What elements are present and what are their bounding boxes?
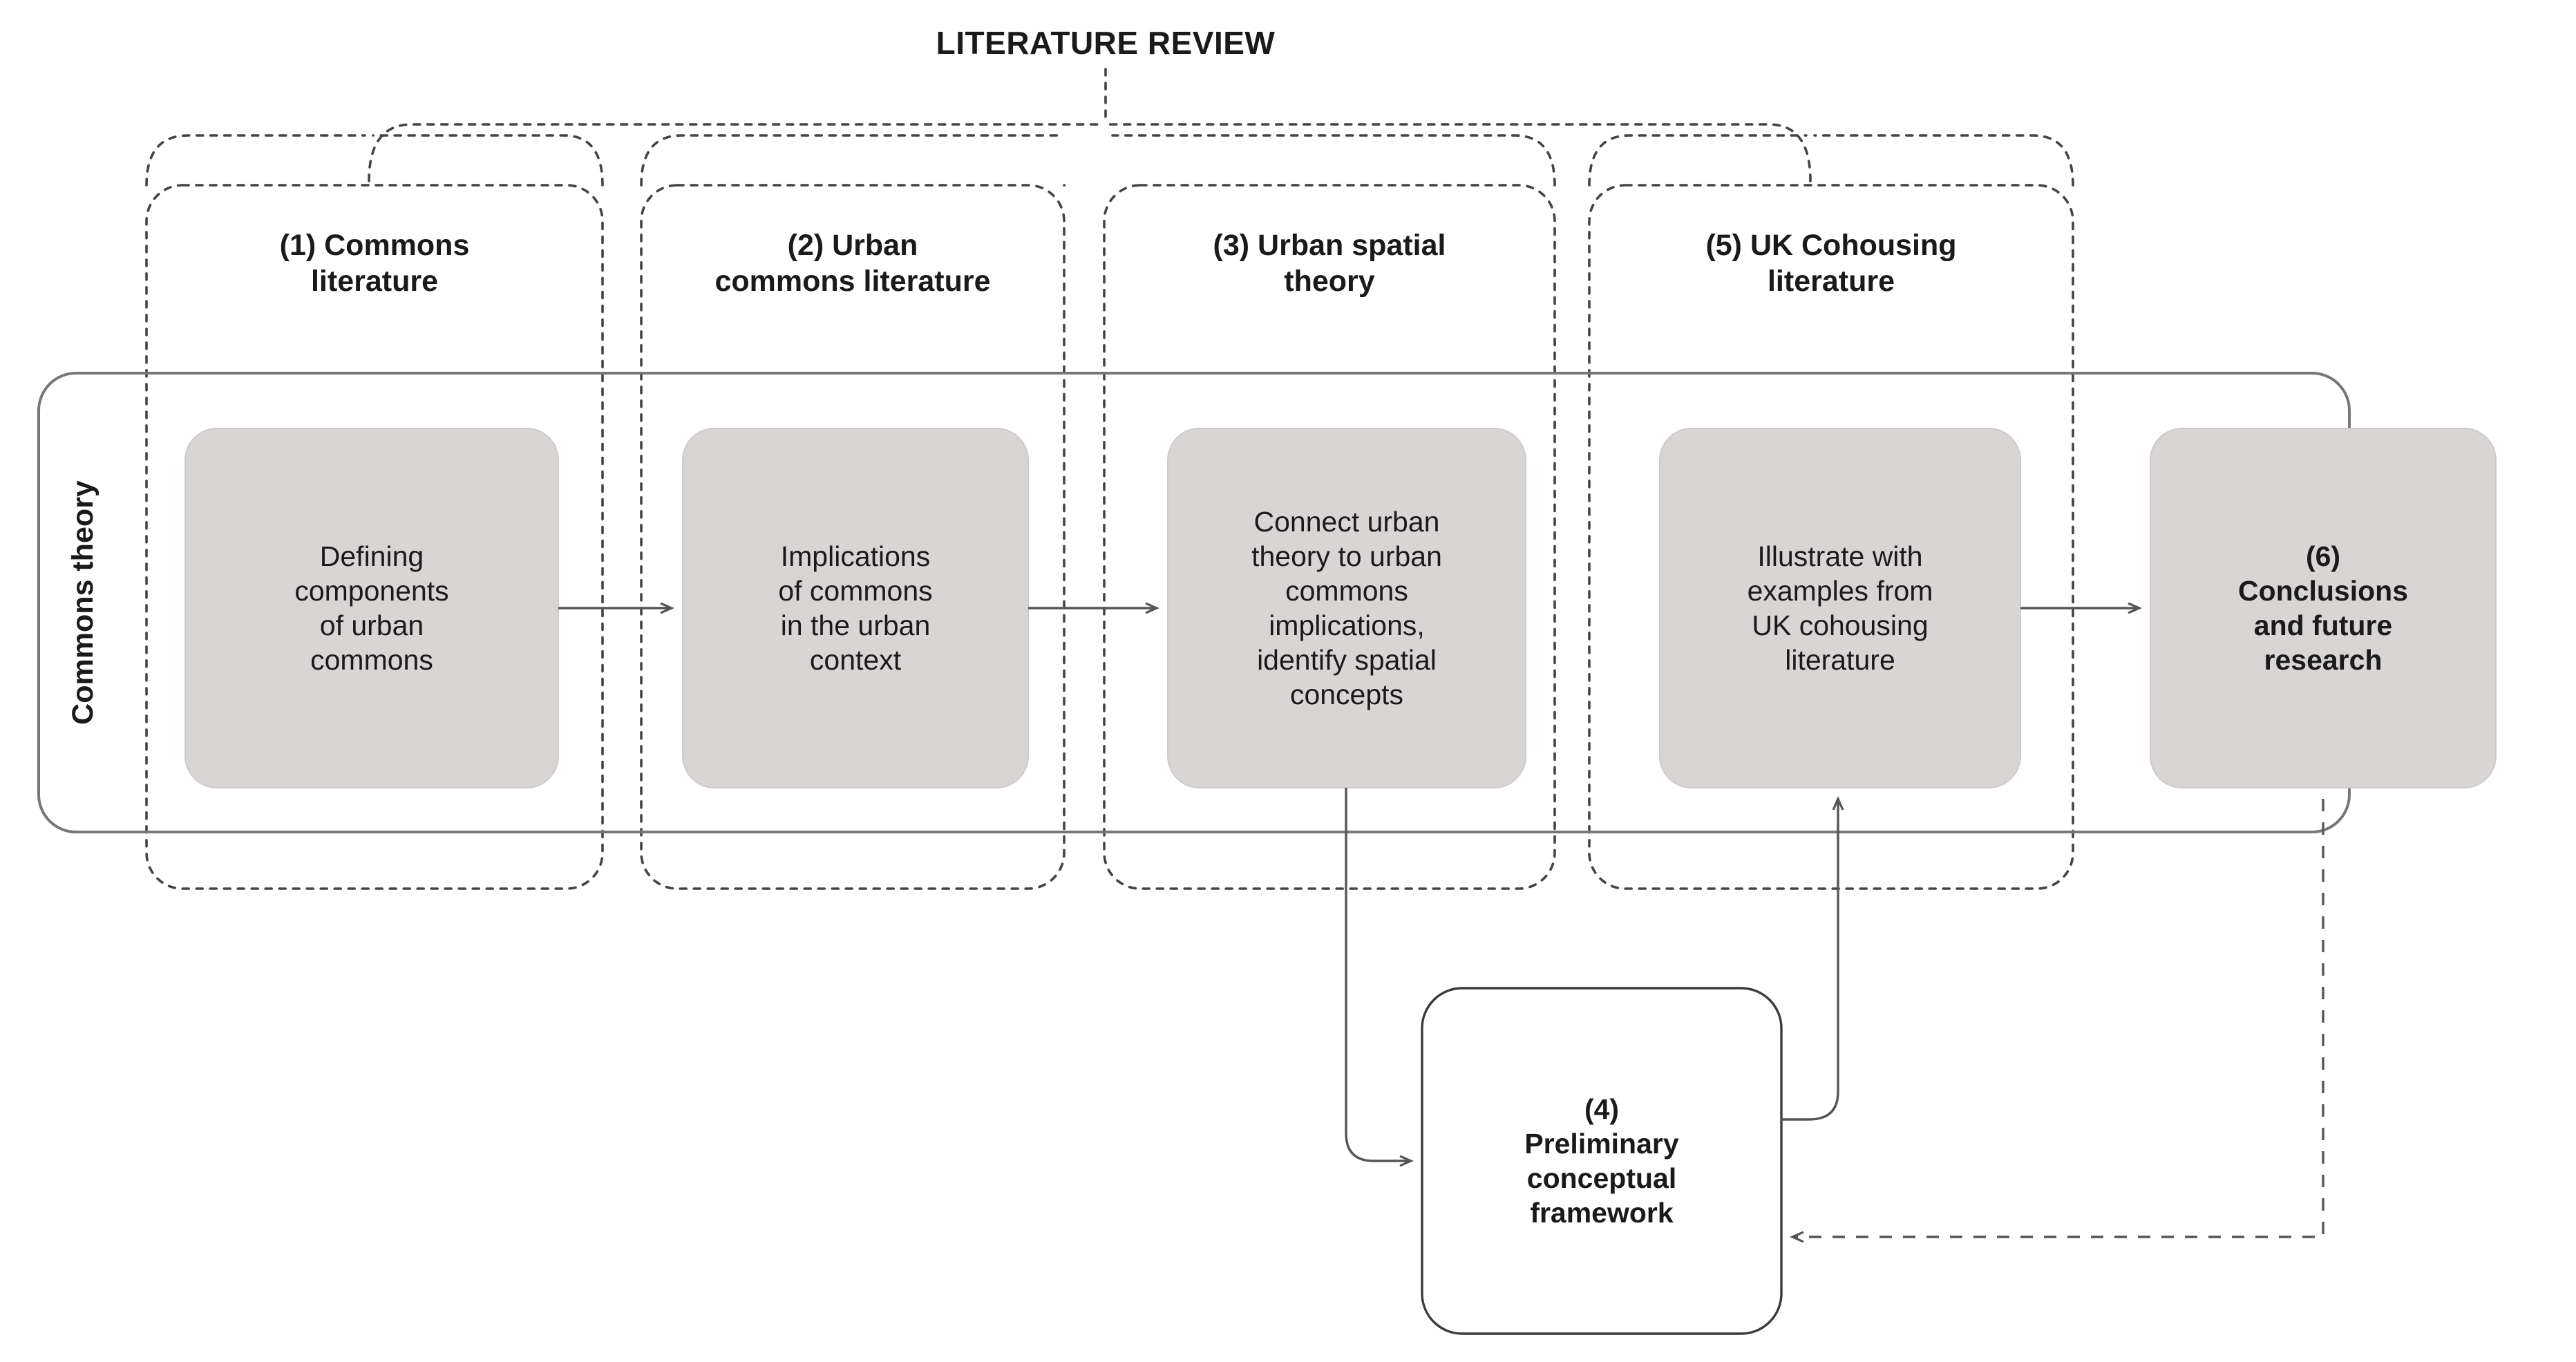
node-label-2: Implications of commons in the urban con… bbox=[778, 540, 933, 677]
node-label-6: (6) Conclusions and future research bbox=[2237, 540, 2409, 677]
group-header-3: (3) Urban spatial theory bbox=[1213, 228, 1446, 298]
edge-n6-n4 bbox=[1792, 799, 2324, 1237]
node-label-1: Defining components of urban commons bbox=[294, 540, 449, 677]
node-label-4: (4) Preliminary conceptual framework bbox=[1524, 1093, 1679, 1229]
node-box-4 bbox=[1421, 987, 1783, 1335]
group-header-1: (1) Commons literature bbox=[279, 228, 470, 298]
edge-n4-n5 bbox=[1781, 799, 1838, 1121]
group-header-5: (5) UK Cohousing literature bbox=[1705, 228, 1957, 298]
node-label-3: Connect urban theory to urban commons im… bbox=[1251, 505, 1442, 711]
commons-theory-label: Commons theory bbox=[66, 480, 100, 725]
node-shapes bbox=[184, 428, 2497, 1335]
group-box-1 bbox=[145, 184, 604, 890]
connector-edges bbox=[558, 608, 2324, 1237]
group-box-5 bbox=[1588, 184, 2074, 890]
group-boxes bbox=[145, 184, 2074, 890]
group-box-2 bbox=[640, 184, 1066, 890]
group-box-3 bbox=[1103, 184, 1556, 890]
group-header-2: (2) Urban commons literature bbox=[714, 228, 991, 298]
edge-n3-n4 bbox=[1345, 788, 1411, 1161]
node-label-5: Illustrate with examples from UK cohousi… bbox=[1747, 540, 1933, 677]
node-box-6 bbox=[2150, 428, 2497, 788]
page-title: LITERATURE REVIEW bbox=[936, 24, 1276, 61]
literature-review-brace bbox=[145, 68, 2074, 187]
